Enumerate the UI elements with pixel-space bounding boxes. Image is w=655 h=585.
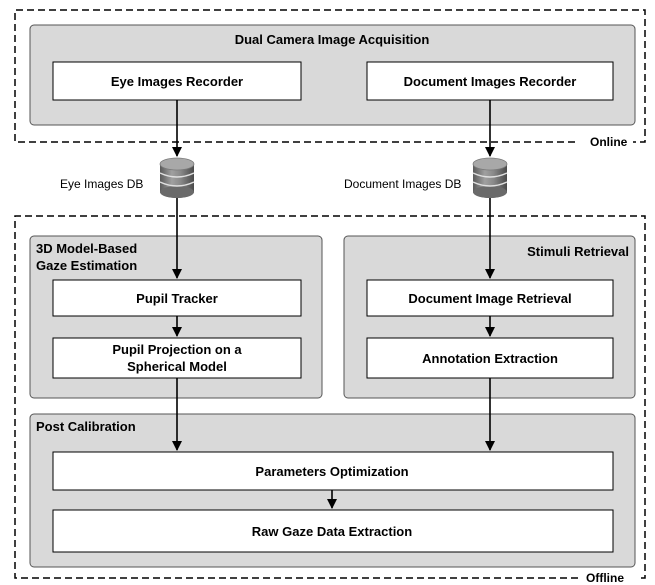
pupil-projection-label-line2: Spherical Model (127, 359, 227, 374)
database-icon (159, 157, 195, 198)
stimuli-retrieval-title: Stimuli Retrieval (527, 244, 629, 259)
annotation-label: Annotation Extraction (422, 351, 558, 366)
doc-retrieval-label: Document Image Retrieval (408, 291, 571, 306)
pupil-tracker-box: Pupil Tracker (52, 279, 302, 317)
acquisition-title: Dual Camera Image Acquisition (235, 32, 430, 47)
edges (172, 100, 495, 509)
pupil-tracker-label: Pupil Tracker (136, 291, 218, 306)
param-opt-label: Parameters Optimization (255, 464, 408, 479)
doc-db-label: Document Images DB (344, 177, 461, 191)
eye-db: Eye Images DB (60, 157, 195, 198)
doc-recorder-label: Document Images Recorder (404, 74, 577, 89)
annotation-box: Annotation Extraction (366, 337, 614, 379)
doc-retrieval-box: Document Image Retrieval (366, 279, 614, 317)
eye-recorder-box: Eye Images Recorder (52, 61, 302, 101)
offline-label: Offline (586, 571, 624, 585)
offline-region: Offline (14, 215, 646, 585)
gaze-estimation-title-line1: 3D Model-Based (36, 241, 137, 256)
database-icon (472, 157, 508, 198)
online-region: Online (14, 9, 646, 149)
pupil-projection-label-line1: Pupil Projection on a (112, 342, 242, 357)
eye-db-label: Eye Images DB (60, 177, 143, 191)
doc-recorder-box: Document Images Recorder (366, 61, 614, 101)
pupil-projection-box: Pupil Projection on a Spherical Model (52, 337, 302, 379)
raw-gaze-label: Raw Gaze Data Extraction (252, 524, 412, 539)
online-label: Online (590, 135, 628, 149)
raw-gaze-box: Raw Gaze Data Extraction (52, 509, 614, 553)
acquisition-panel: Dual Camera Image Acquisition Eye Images… (29, 24, 636, 126)
doc-db: Document Images DB (344, 157, 508, 198)
eye-recorder-label: Eye Images Recorder (111, 74, 243, 89)
post-calibration-title: Post Calibration (36, 419, 136, 434)
gaze-estimation-title-line2: Gaze Estimation (36, 258, 137, 273)
param-opt-box: Parameters Optimization (52, 451, 614, 491)
gaze-estimation-panel: 3D Model-Based Gaze Estimation Pupil Tra… (29, 235, 323, 399)
